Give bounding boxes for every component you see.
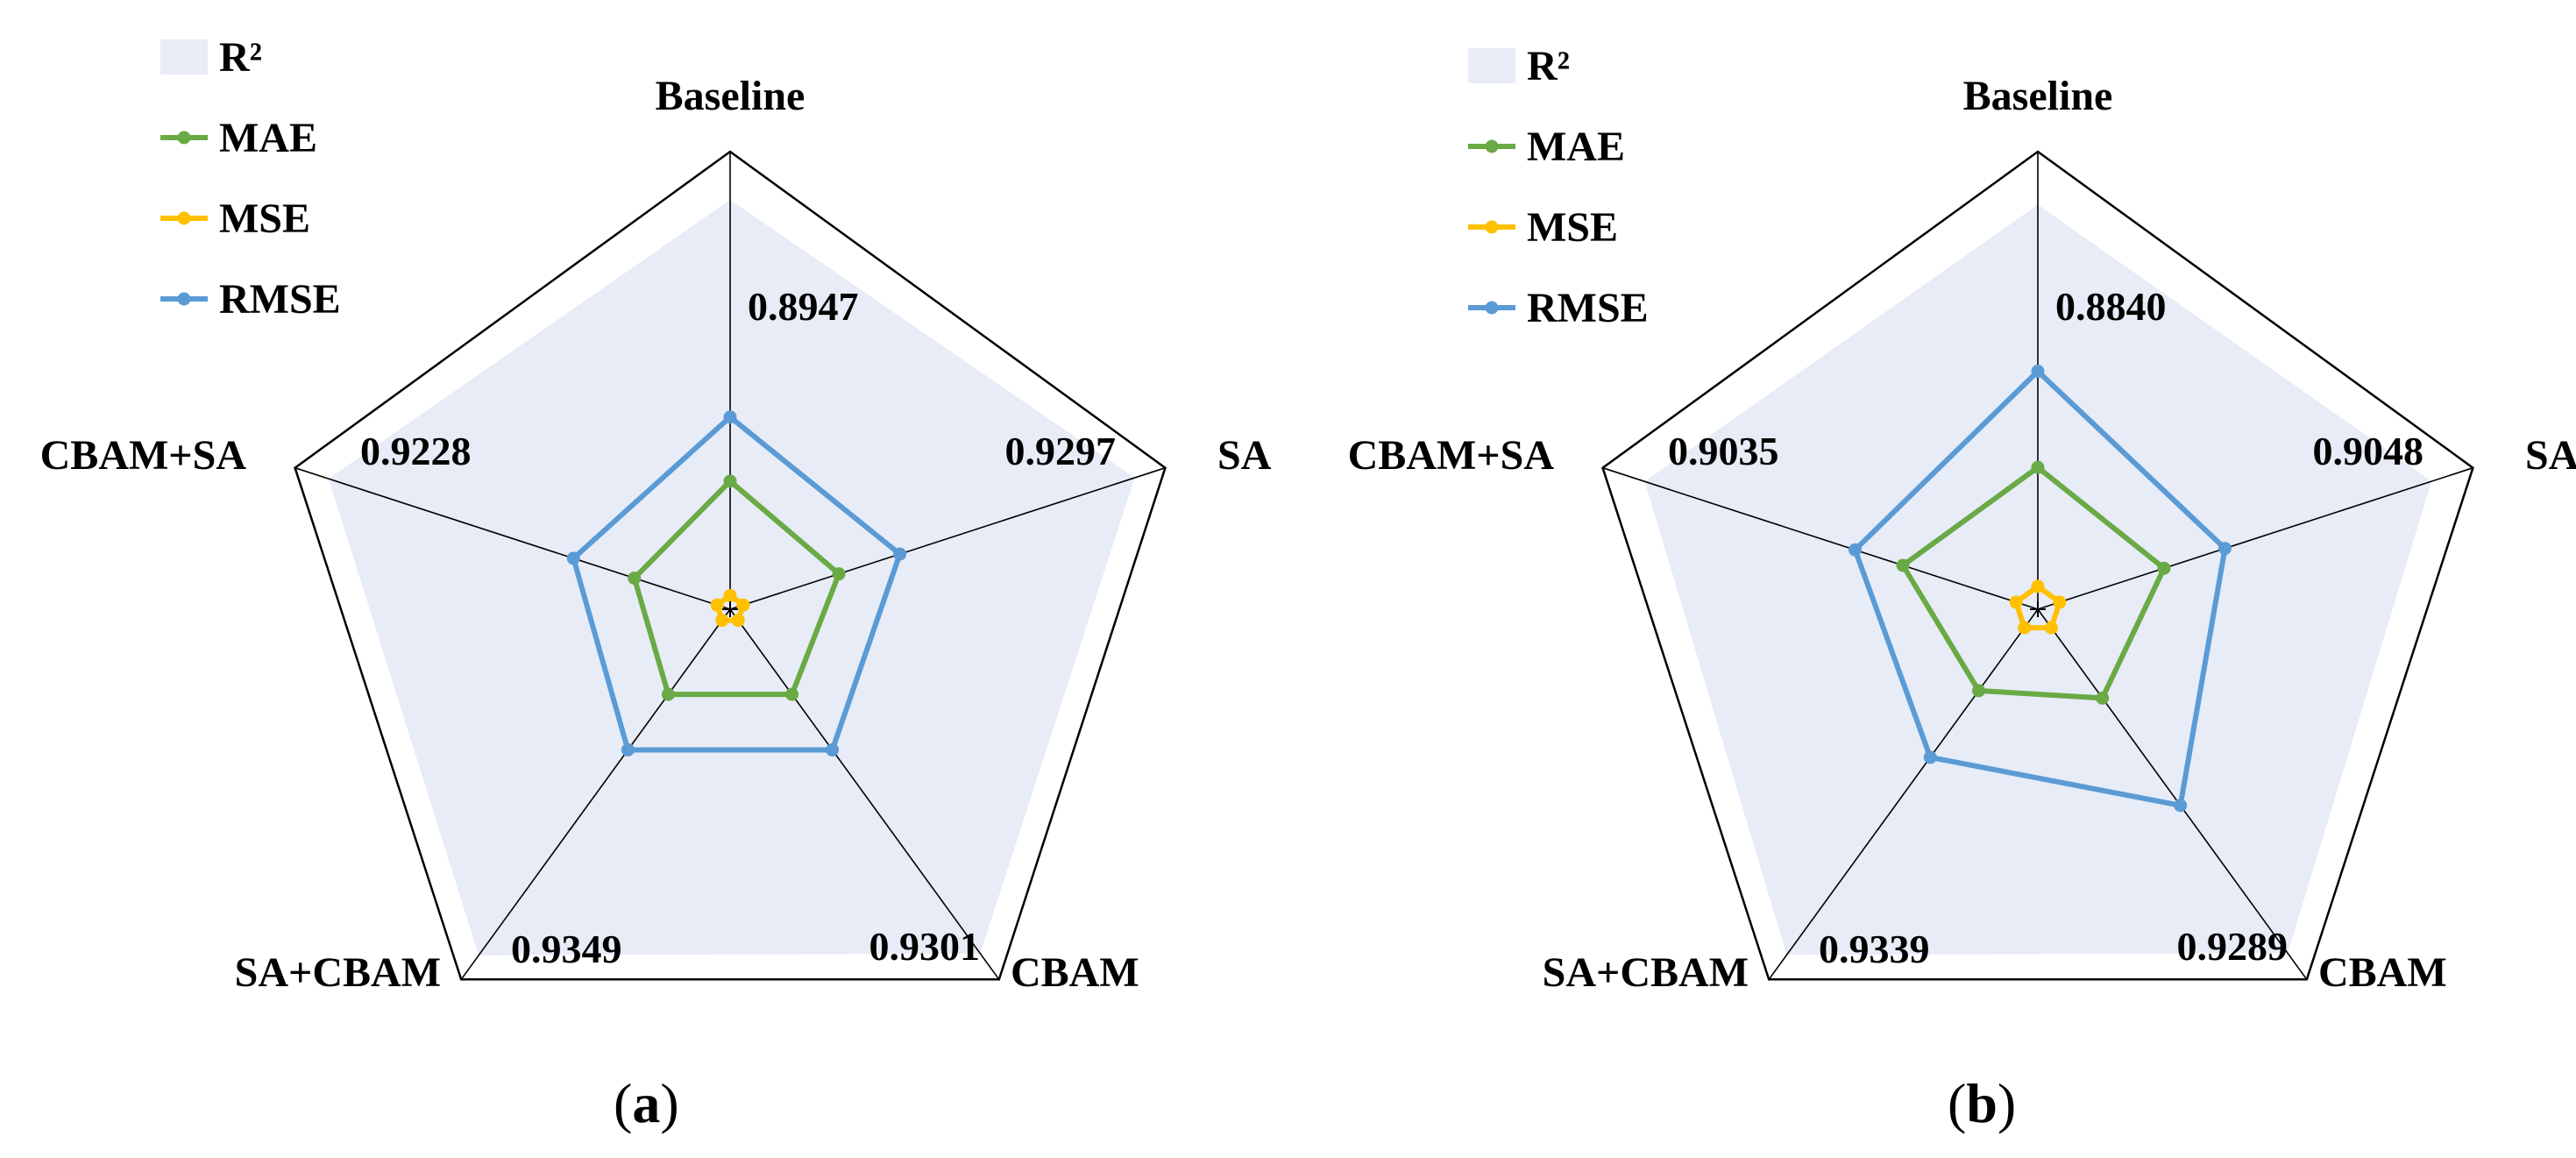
axis-label-sa-cbam: SA+CBAM xyxy=(235,949,441,996)
value-label-sa-cbam: 0.9349 xyxy=(511,927,622,971)
legend: R² MAE MSE RMSE xyxy=(160,34,341,323)
legend-label-r: R² xyxy=(219,34,262,81)
point-mse-cbam-sa xyxy=(2009,595,2023,609)
center-mark xyxy=(2030,601,2046,617)
point-mae-cbam xyxy=(2096,691,2110,705)
legend-swatch-r2 xyxy=(1468,48,1515,83)
point-mae-sa-cbam xyxy=(1971,684,1985,698)
legend-swatch-r2 xyxy=(160,39,208,75)
spoke-cbam xyxy=(729,608,1000,980)
panel-caption: (b) xyxy=(1948,1072,2016,1134)
series-line-mae xyxy=(631,478,842,698)
legend-label-rmse: RMSE xyxy=(219,276,341,323)
point-mse-sa xyxy=(2053,595,2067,609)
spoke-cbam xyxy=(2037,608,2308,980)
spoke-sa-cbam xyxy=(1768,608,2039,980)
series-line-mae xyxy=(1900,465,2167,701)
value-label-baseline: 0.8947 xyxy=(748,284,859,329)
point-mae-sa xyxy=(832,567,846,581)
axis-label-cbam: CBAM xyxy=(2318,949,2447,996)
legend-label-mse: MSE xyxy=(219,195,310,242)
point-mae-cbam-sa xyxy=(628,572,642,586)
axis-label-sa: SA xyxy=(2525,432,2576,479)
value-label-sa: 0.9297 xyxy=(1005,429,1117,473)
point-mse-sa xyxy=(736,598,750,612)
legend-marker-mse xyxy=(177,211,191,225)
series-mae xyxy=(1896,460,2171,705)
value-label-baseline: 0.8840 xyxy=(2055,284,2167,329)
spoke-sa xyxy=(729,466,1166,610)
series-mae xyxy=(628,474,846,701)
series-rmse xyxy=(1848,365,2232,813)
series-rmse xyxy=(566,410,907,757)
point-rmse-cbam-sa xyxy=(566,551,580,565)
point-rmse-baseline xyxy=(2031,365,2045,379)
point-rmse-cbam-sa xyxy=(1848,543,1862,557)
point-mae-baseline xyxy=(723,474,737,488)
value-label-cbam-sa: 0.9035 xyxy=(1668,429,1779,473)
series-area-r2 xyxy=(328,199,1135,956)
spoke-cbam-sa xyxy=(1602,466,2039,610)
series-mse xyxy=(2009,579,2067,635)
axis-label-sa: SA xyxy=(1217,432,1272,479)
point-mae-cbam-sa xyxy=(1896,558,1910,572)
point-mae-sa-cbam xyxy=(661,687,675,701)
value-label-cbam-sa: 0.9228 xyxy=(360,429,472,473)
panel-caption: (a) xyxy=(614,1072,679,1134)
legend-label-r: R² xyxy=(1527,43,1570,89)
series-line-rmse xyxy=(1852,368,2228,808)
spoke-sa-cbam xyxy=(460,608,731,980)
point-mae-cbam xyxy=(785,687,799,701)
point-mae-baseline xyxy=(2031,460,2045,474)
point-mse-cbam-sa xyxy=(710,598,724,612)
legend-label-mae: MAE xyxy=(1527,124,1625,170)
legend-marker-mae xyxy=(177,131,191,145)
point-rmse-sa-cbam xyxy=(621,742,635,757)
value-label-sa-cbam: 0.9339 xyxy=(1819,927,1930,971)
axis-label-cbam-sa: CBAM+SA xyxy=(40,432,247,479)
point-mse-baseline xyxy=(2031,579,2045,593)
axis-label-cbam-sa: CBAM+SA xyxy=(1348,432,1555,479)
radar-frame xyxy=(1601,150,2474,981)
point-mse-cbam xyxy=(2044,621,2058,635)
series-mse xyxy=(710,588,750,628)
point-rmse-sa xyxy=(893,547,907,561)
spoke-sa xyxy=(2037,466,2473,610)
value-label-cbam: 0.9301 xyxy=(869,924,981,969)
legend-marker-mse xyxy=(1485,220,1499,234)
value-label-sa: 0.9048 xyxy=(2313,429,2424,473)
legend-marker-mae xyxy=(1485,139,1499,153)
axis-label-sa-cbam: SA+CBAM xyxy=(1543,949,1749,996)
center-mark xyxy=(722,601,738,617)
point-mse-sa-cbam xyxy=(2018,621,2032,635)
legend-label-rmse: RMSE xyxy=(1527,285,1649,331)
point-rmse-baseline xyxy=(723,410,737,424)
radar-frame xyxy=(294,150,1167,981)
point-rmse-cbam xyxy=(826,742,840,757)
spoke-cbam-sa xyxy=(295,466,731,610)
point-rmse-sa xyxy=(2218,542,2232,556)
axis-label-baseline: Baseline xyxy=(1963,73,2113,119)
axis-label-baseline: Baseline xyxy=(656,73,805,119)
legend-marker-rmse xyxy=(177,292,191,306)
legend-marker-rmse xyxy=(1485,301,1499,315)
point-mse-sa-cbam xyxy=(715,614,729,628)
point-rmse-cbam xyxy=(2174,799,2188,813)
legend: R² MAE MSE RMSE xyxy=(1468,43,1649,331)
point-mse-cbam xyxy=(731,614,745,628)
legend-label-mse: MSE xyxy=(1527,204,1618,251)
value-label-cbam: 0.9289 xyxy=(2177,924,2289,969)
legend-label-mae: MAE xyxy=(219,115,317,161)
point-rmse-sa-cbam xyxy=(1923,750,1937,764)
point-mse-baseline xyxy=(723,588,737,602)
series-line-rmse xyxy=(571,414,903,753)
point-mae-sa xyxy=(2157,561,2171,575)
axis-label-cbam: CBAM xyxy=(1011,949,1139,996)
